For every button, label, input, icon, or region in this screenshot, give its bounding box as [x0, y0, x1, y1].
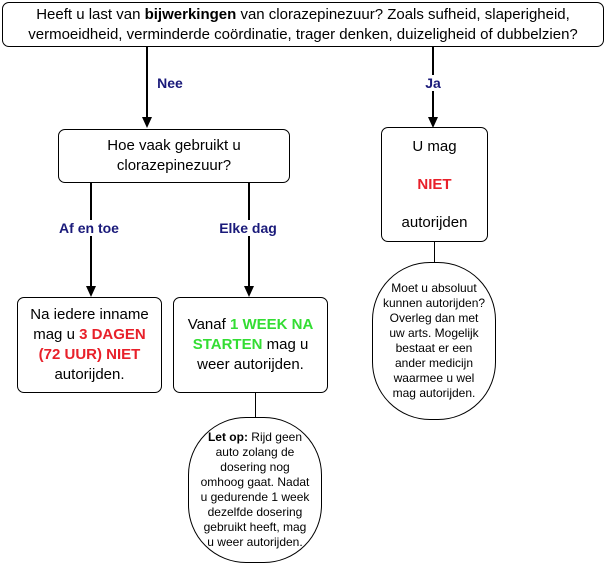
warning-text: NIET	[417, 175, 452, 193]
connector-line	[146, 47, 148, 117]
connector-line	[434, 242, 435, 262]
note-emphasis: Let op:	[207, 430, 248, 444]
branch-label-elke-dag: Elke dag	[216, 220, 280, 236]
arrow-head	[244, 286, 254, 297]
branch-label-ja: Ja	[422, 75, 444, 91]
branch-label-af-en-toe: Af en toe	[56, 220, 122, 236]
question-line-1: Heeft u last van bijwerkingen van cloraz…	[36, 5, 570, 23]
positive-text: STARTEN	[192, 336, 263, 353]
question-line-2: vermoeidheid, verminderde coördinatie, t…	[28, 25, 578, 43]
positive-text: 1 WEEK NA	[229, 316, 314, 333]
occasional-result-box: Na iedere inname mag u 3 DAGEN (72 UUR) …	[17, 297, 162, 393]
ja-note-oval: Moet u absoluut kunnen autorijden? Overl…	[372, 262, 496, 420]
daily-result-box: Vanaf 1 WEEK NA STARTEN mag u weer autor…	[173, 297, 328, 393]
arrow-head	[428, 117, 438, 128]
frequency-question-box: Hoe vaak gebruikt u clorazepinezuur?	[58, 129, 290, 183]
arrow-head	[142, 117, 152, 128]
warning-text: 3 DAGEN	[79, 326, 146, 343]
arrow-head	[86, 286, 96, 297]
question-emphasis: bijwerkingen	[144, 5, 237, 23]
question-box: Heeft u last van bijwerkingen van cloraz…	[2, 2, 604, 47]
daily-note-oval: Let op: Rijd geen auto zolang de doserin…	[188, 417, 322, 563]
ja-result-box: U mag NIET autorijden	[381, 127, 488, 242]
branch-label-nee: Nee	[154, 75, 186, 91]
warning-text: (72 UUR) NIET	[38, 346, 141, 363]
connector-line	[255, 393, 256, 417]
